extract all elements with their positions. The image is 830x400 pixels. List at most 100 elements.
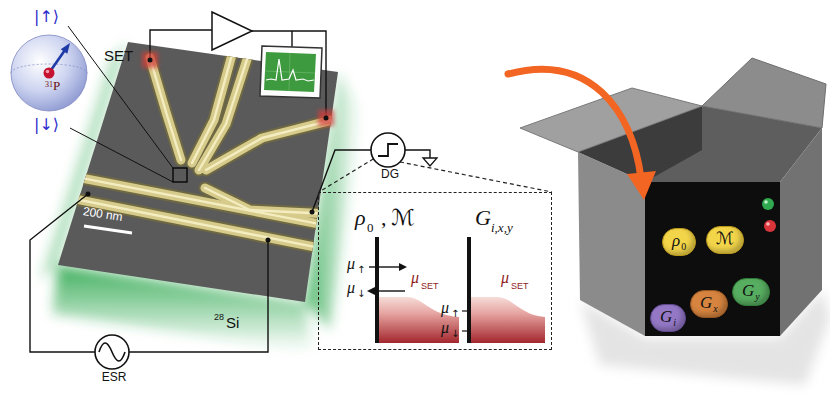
gate-electrodes (150, 58, 181, 160)
esr-wiring (129, 240, 268, 352)
contact-pads (148, 58, 153, 63)
contact-pads (142, 52, 158, 68)
qubit-balls (764, 220, 776, 232)
zoom-line (400, 162, 552, 192)
oscilloscope (260, 46, 322, 98)
math-symbol: G (742, 281, 754, 301)
set-readout-wiring (252, 31, 326, 118)
orange-arrow (627, 171, 656, 200)
esr-circle (95, 335, 129, 369)
math-symbol: G (475, 205, 491, 230)
gate-electrodes (40, 192, 340, 252)
tunnel-barrier (467, 237, 471, 343)
set-readout-wiring (150, 30, 326, 118)
subscript: SET (421, 281, 439, 291)
qubit-balls (762, 198, 774, 210)
math-symbol: G (700, 293, 712, 313)
tunnel-arrow-head (399, 263, 407, 271)
esr-wiring (30, 194, 268, 352)
spin-state: |↑⟩ (34, 8, 59, 26)
subscript: i (673, 317, 676, 329)
device-label: SET (104, 47, 133, 64)
gate-electrodes (150, 58, 181, 160)
math-symbol: μ (347, 279, 355, 297)
operation-pill: ρ0 (662, 228, 696, 256)
gate-electrodes (40, 170, 340, 228)
amplifier-symbol (212, 12, 252, 50)
silicon-glow (40, 42, 360, 352)
sem-image (58, 42, 338, 302)
gate-electrodes (150, 58, 181, 160)
math-symbol: , (381, 205, 387, 230)
open-box (645, 182, 780, 336)
subscript: y (755, 291, 759, 303)
subscript: ↓ (357, 288, 365, 300)
subscript: ↑ (451, 308, 459, 320)
digital-gate: DG (368, 133, 412, 186)
operation-pill: Gy (732, 278, 770, 306)
node-outline (10, 34, 88, 112)
math-symbol: μ (411, 269, 419, 287)
level-mark (462, 330, 468, 331)
dg-wiring (312, 150, 430, 212)
subscript: x (713, 303, 717, 315)
set-reservoir (379, 297, 459, 343)
operation-pill: Gx (690, 290, 728, 318)
leader-lines (68, 26, 173, 168)
nucleus (44, 68, 55, 79)
scale-bar (84, 226, 132, 233)
subscript: 0 (367, 221, 374, 236)
leader-lines (68, 26, 173, 182)
callout-line (319, 159, 374, 192)
device-label: DG (368, 168, 412, 182)
device-label: ESR (92, 371, 136, 385)
subscript: i,x,y (491, 221, 513, 236)
orange-arrow (508, 69, 656, 200)
open-box (780, 128, 822, 336)
scale-label: 200 nm (82, 205, 124, 225)
set-reservoir (471, 297, 545, 343)
sphere-body (11, 35, 87, 111)
qubit-balls (762, 198, 776, 232)
open-box (702, 58, 826, 128)
dashed-inset: ρ0,ℳμ↑μ↓μSETGi,x,yμ↑μ↓μSET (318, 192, 552, 350)
operation-pill: ℳ (706, 226, 744, 254)
tunnel-arrow (369, 266, 400, 267)
qubit-balls (766, 222, 770, 226)
gate-electrodes (205, 188, 330, 214)
spin-state: |↓⟩ (34, 116, 59, 134)
subscript: ↓ (451, 328, 459, 340)
leader-lines (70, 128, 173, 182)
step-symbol (378, 144, 398, 156)
spin-vector-head (61, 43, 70, 54)
math-symbol: μ (441, 299, 449, 317)
bloch-sphere: 31P (10, 34, 88, 112)
set-readout-wiring (150, 30, 212, 60)
subscript: 0 (681, 241, 686, 253)
tunnel-arrow (374, 290, 405, 291)
math-symbol: ρ (355, 205, 366, 230)
math-symbol: μ (441, 319, 449, 337)
orange-arrow (508, 69, 641, 178)
oscilloscope (265, 53, 315, 91)
subscript: SET (511, 281, 529, 291)
zoom-square (173, 168, 187, 182)
subscript: ↑ (357, 264, 365, 276)
oscilloscope (260, 46, 322, 98)
gate-electrodes (199, 44, 252, 170)
nucleus-highlight (46, 70, 50, 74)
contact-pads (324, 116, 329, 121)
oscilloscope (264, 52, 316, 92)
tunnel-barrier (375, 237, 379, 343)
open-box (520, 58, 826, 336)
contact-pads (318, 110, 334, 126)
math-symbol: ℳ (391, 205, 415, 230)
level-mark (462, 310, 468, 311)
qubit-balls (764, 200, 768, 204)
material-label: Si (226, 314, 239, 331)
esr-source: ESR (92, 335, 136, 389)
tunnel-arrow-head (367, 287, 375, 295)
element-symbol: P (53, 79, 60, 94)
isotope-number: 31 (45, 80, 53, 89)
